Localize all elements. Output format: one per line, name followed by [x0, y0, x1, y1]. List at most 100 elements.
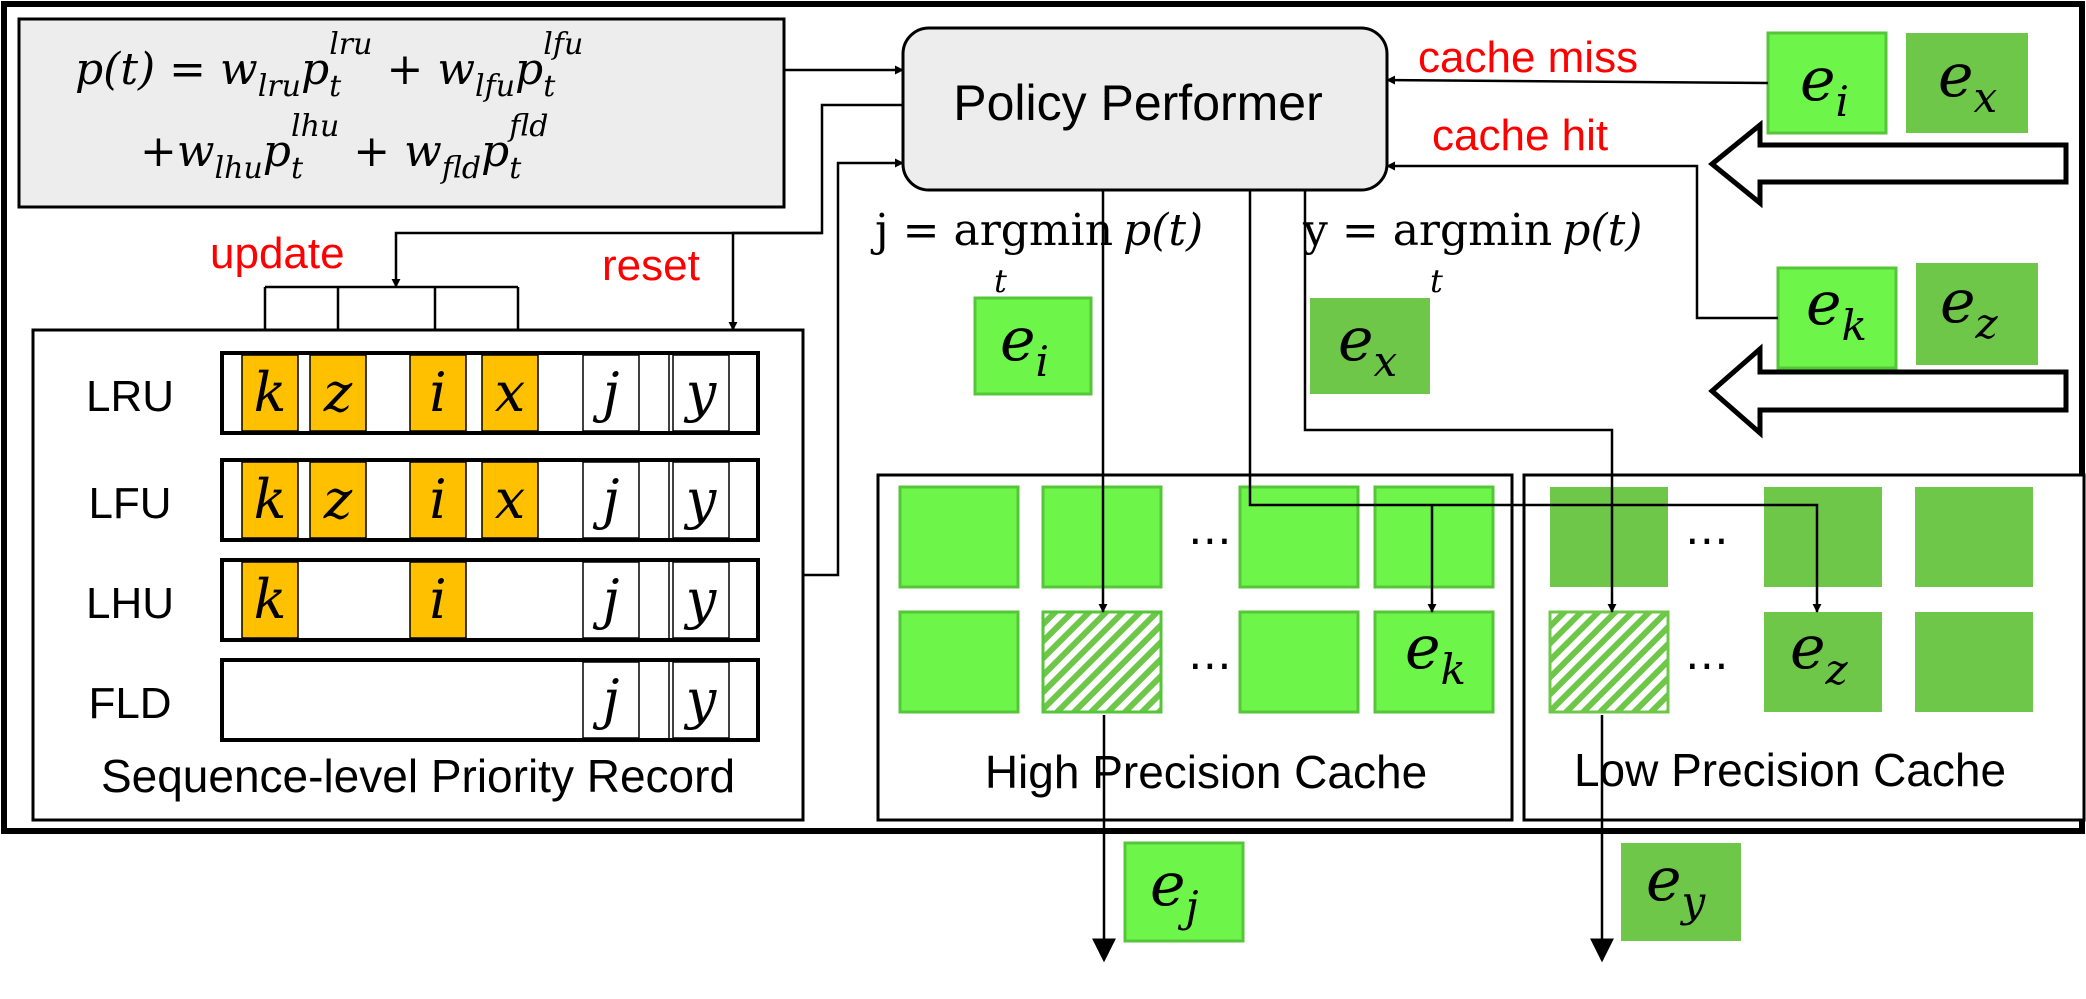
svg-text:ek: ek [1806, 269, 1867, 350]
policy-performer-label: Policy Performer [953, 75, 1323, 131]
request-stream-arrow-top [1708, 119, 2069, 209]
record-cell [481, 354, 539, 432]
svg-text:ej: ej [1150, 850, 1199, 931]
svg-text:+wlhuptlhu+wfldptfld: +wlhuptlhu+wfldptfld [140, 109, 549, 186]
cache-slot [898, 610, 1020, 714]
cache-ellipsis: ⋯ [1188, 515, 1232, 566]
svg-text:ei: ei [1800, 45, 1849, 126]
svg-text:ex: ex [1938, 41, 1998, 122]
record-cell-label: k [254, 468, 287, 531]
record-cell-label: y [684, 568, 718, 631]
record-cell [582, 461, 640, 539]
record-cell-label: i [429, 568, 446, 631]
record-to-performer-arrow [803, 158, 904, 577]
cache-embedding-ek: ek [1405, 613, 1466, 694]
cache-ellipsis: ⋯ [1685, 640, 1729, 691]
record-cell-label: z [323, 361, 353, 424]
ex-insert-arrow [1303, 190, 1617, 613]
record-cell [582, 561, 640, 639]
cache-ellipsis: ⋯ [1188, 640, 1232, 691]
record-caption: Sequence-level Priority Record [101, 750, 735, 802]
cache-slot [1373, 610, 1495, 714]
svg-text:p(t) = wlruptlru+wlfuptlfu: p(t) = wlruptlru+wlfuptlfu [75, 27, 583, 104]
selected-embedding-ei: ei [973, 296, 1093, 396]
record-row-label: LFU [88, 479, 171, 528]
record-cell [241, 461, 299, 539]
record-cell [241, 561, 299, 639]
record-cell [309, 461, 367, 539]
outer-frame [1, 1, 2085, 834]
cache-slot [1238, 610, 1360, 714]
svg-text:ei: ei [1000, 305, 1049, 386]
record-cell-label: y [684, 668, 718, 731]
cache-hit-label: cache hit [1432, 111, 1608, 160]
svg-text:ex: ex [1338, 305, 1398, 386]
incoming-embedding-ez: ez [1916, 263, 2038, 365]
cache-slot [1764, 612, 1882, 712]
record-cell [409, 461, 467, 539]
j-argmin-subscript: t [994, 262, 1007, 300]
low-precision-cache: ⋯⋯ez Low Precision Cache [1522, 473, 2086, 822]
incoming-embedding-ex: ex [1906, 33, 2028, 133]
record-cell-label: z [323, 468, 353, 531]
cache-miss-label: cache miss [1418, 33, 1638, 82]
svg-text:ey: ey [1646, 845, 1707, 926]
record-cell-label: k [254, 361, 287, 424]
incoming-embedding-ek: ek [1776, 266, 1898, 370]
request-stream-arrow-bottom [1708, 343, 2069, 439]
record-cell [672, 661, 730, 739]
record-cell [672, 461, 730, 539]
record-cell [672, 354, 730, 432]
hit-promote-arrow [1248, 190, 1822, 613]
record-cell [241, 354, 299, 432]
cache-miss-arrow [1386, 75, 1769, 85]
record-cell-label: i [429, 361, 446, 424]
policy-performer-box: Policy Performer [901, 26, 1389, 192]
y-argmin-subscript: t [1430, 262, 1443, 300]
high-precision-cache: ⋯ ⋯ ek High Precision Cache [876, 473, 1514, 822]
reset-label: reset [602, 241, 700, 290]
cache-slot [1373, 485, 1495, 589]
evicted-slot [1041, 610, 1163, 714]
record-cell [672, 561, 730, 639]
cache-slot [1915, 487, 2033, 587]
high-cache-caption: High Precision Cache [985, 746, 1427, 798]
record-cell [582, 661, 640, 739]
record-cell [409, 354, 467, 432]
record-cell-label: y [684, 468, 718, 531]
record-row-label: LRU [86, 372, 174, 421]
cache-slot [898, 485, 1020, 589]
evicted-slot [1548, 610, 1670, 714]
record-cell-label: k [254, 568, 287, 631]
incoming-embedding-ei: ei [1766, 31, 1888, 135]
cache-ellipsis: ⋯ [1685, 515, 1729, 566]
update-label: update [210, 229, 345, 278]
cache-slot [1915, 612, 2033, 712]
record-cell-label: y [684, 361, 718, 424]
evicted-embedding-ey: ey [1621, 843, 1741, 941]
record-cell-label: x [495, 361, 525, 424]
record-row-label: LHU [86, 579, 174, 628]
record-cell-label: i [429, 468, 446, 531]
record-row-label: FLD [88, 679, 171, 728]
selected-embedding-ex: ex [1310, 298, 1430, 394]
evicted-embedding-ej: ej [1123, 841, 1245, 943]
low-cache-cells: ⋯⋯ez [1548, 487, 2033, 714]
svg-text:ez: ez [1940, 267, 1999, 348]
cache-slot [1550, 487, 1668, 587]
cache-slot [1764, 487, 1882, 587]
record-cell [409, 561, 467, 639]
record-cell [481, 461, 539, 539]
low-cache-caption: Low Precision Cache [1574, 744, 2006, 796]
weighted-priority-formula: p(t) = wlruptlru+wlfuptlfu +wlhuptlhu+wf… [17, 17, 786, 209]
cache-hit-arrow [1386, 161, 1778, 320]
record-cell-label: x [495, 468, 525, 531]
